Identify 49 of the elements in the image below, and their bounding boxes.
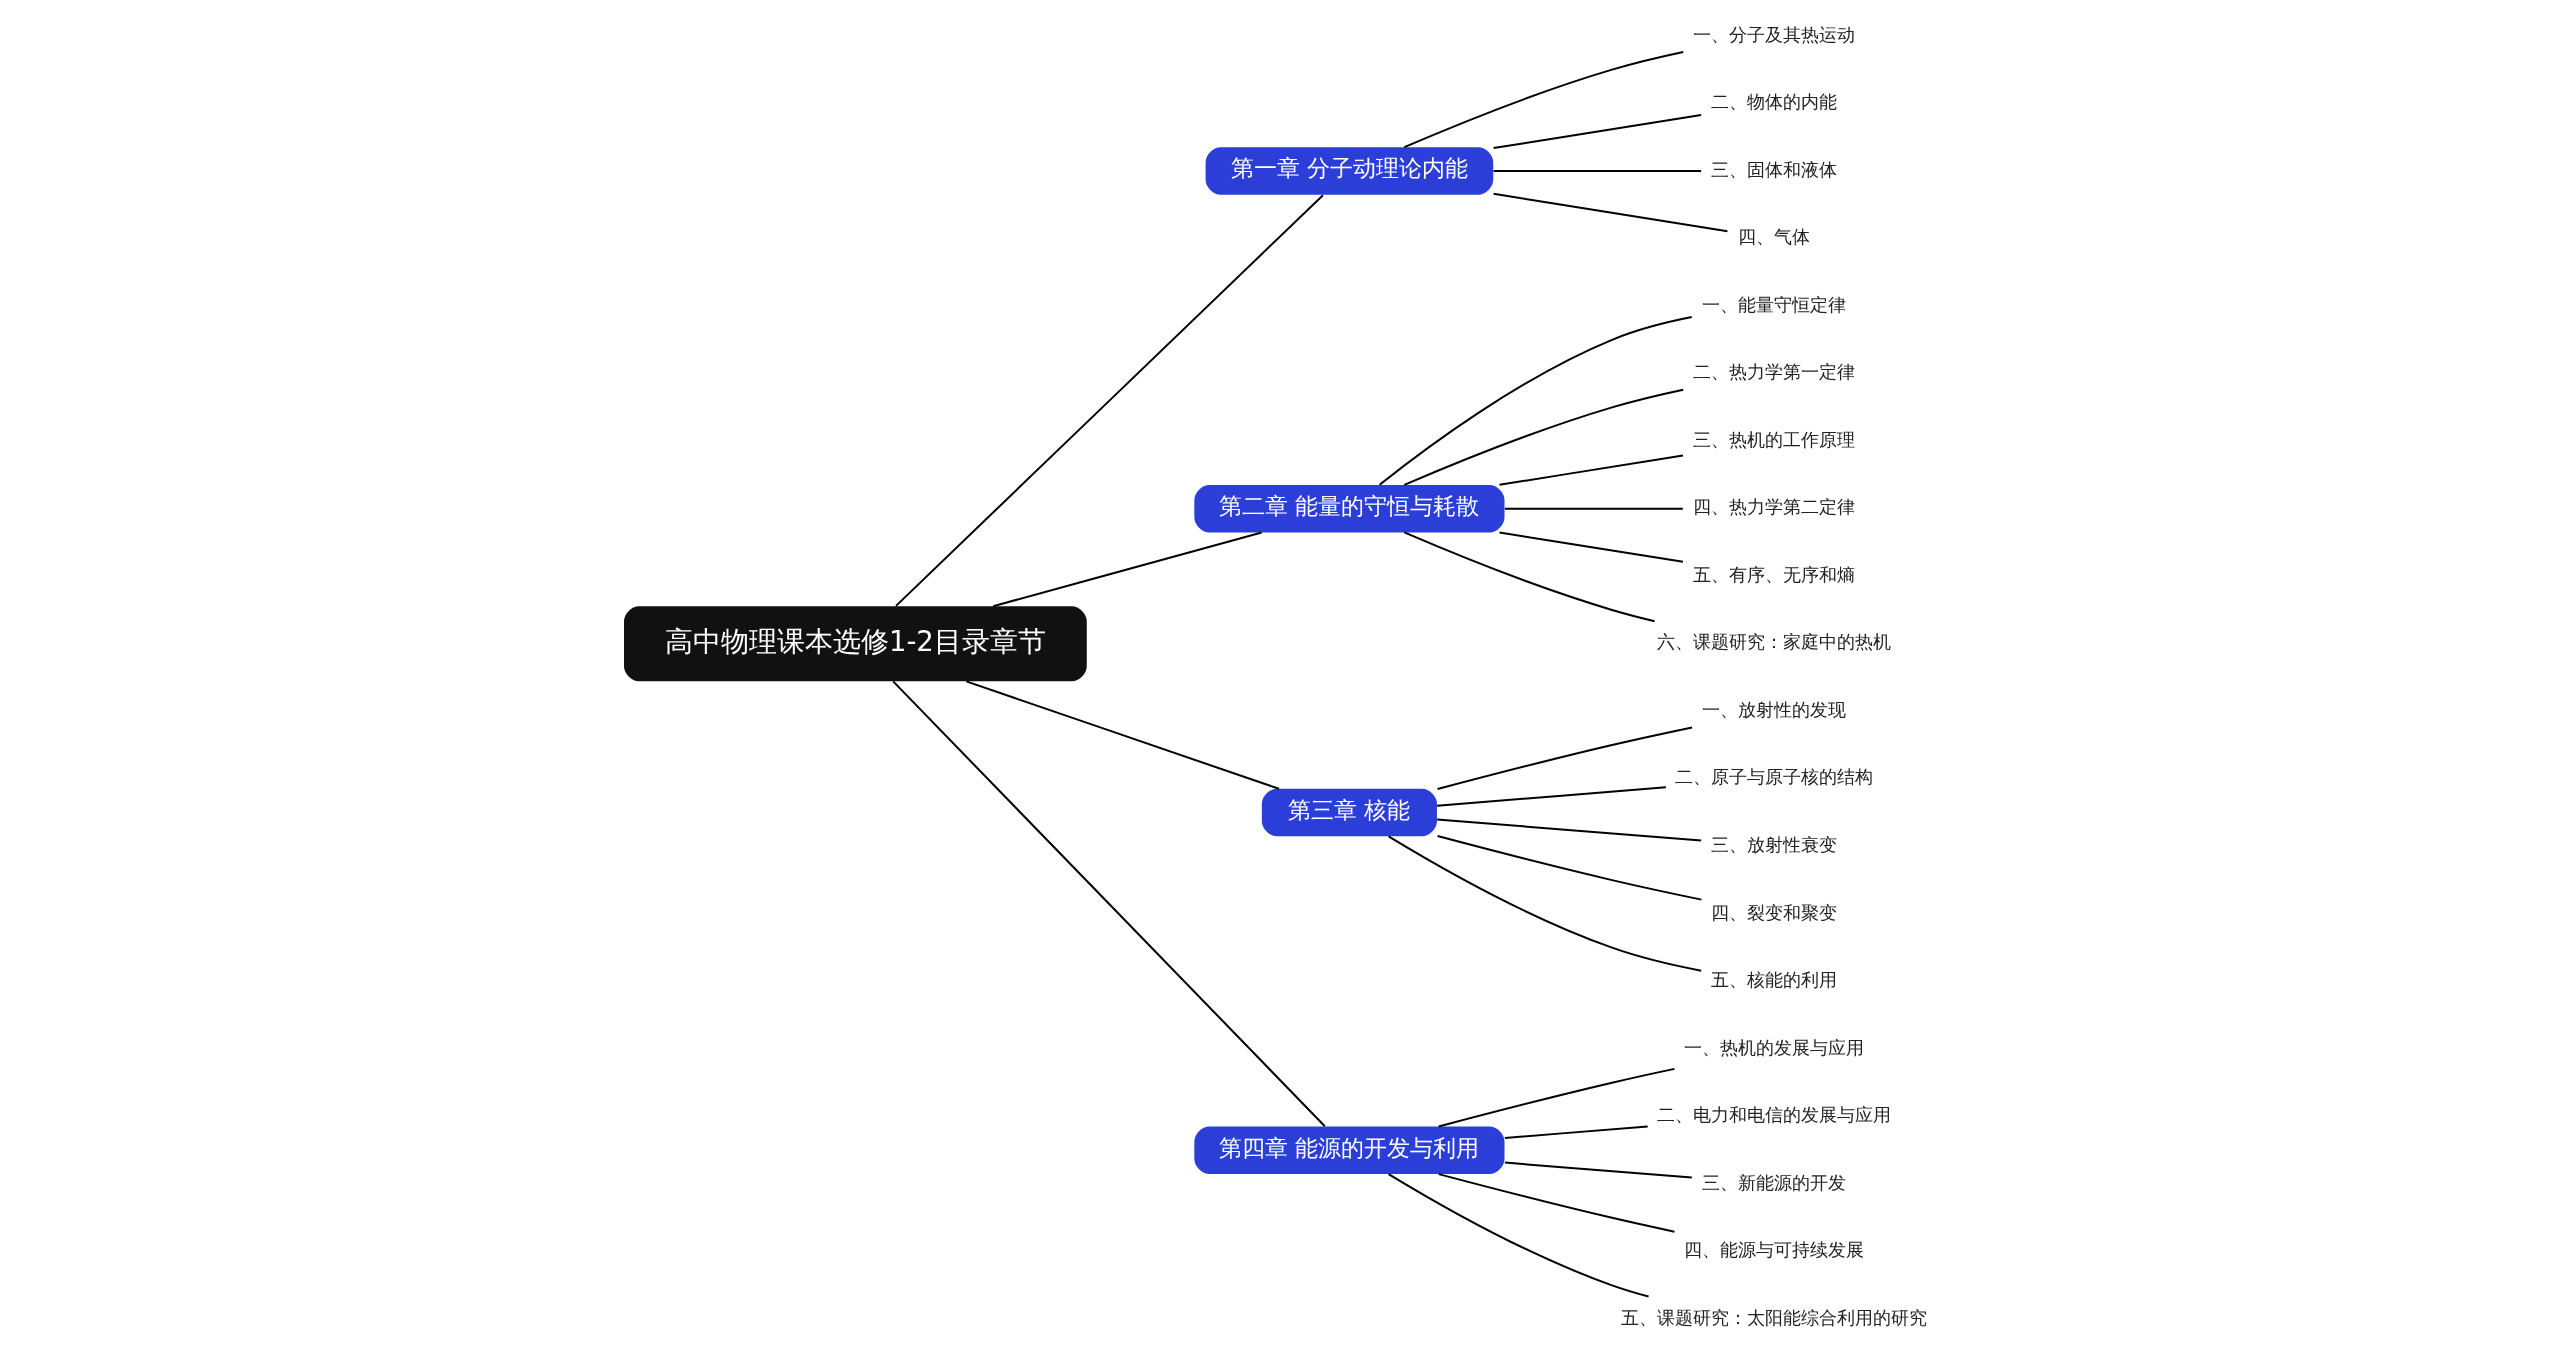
connector xyxy=(1387,835,1703,972)
connector xyxy=(1436,786,1667,807)
connector xyxy=(1378,316,1693,486)
node-text: 四、能源与可持续发展 xyxy=(1684,1240,1865,1261)
connector xyxy=(1437,1067,1676,1128)
connector xyxy=(1437,1173,1676,1233)
connector xyxy=(1403,51,1685,149)
node-text: 三、新能源的开发 xyxy=(1702,1172,1847,1193)
node-text: 五、课题研究：太阳能综合利用的研究 xyxy=(1621,1307,1928,1328)
node-box: 高中物理课本选修1-2目录章节 xyxy=(624,606,1087,682)
connector xyxy=(892,680,1326,1128)
node-text: 二、电力和电信的发展与应用 xyxy=(1657,1105,1892,1126)
node-text: 五、核能的利用 xyxy=(1711,970,1838,991)
connector xyxy=(1387,1173,1650,1298)
node-text: 二、原子与原子核的结构 xyxy=(1675,767,1874,788)
connector xyxy=(1503,1161,1693,1179)
connector xyxy=(1403,531,1656,623)
node-text: 一、热机的发展与应用 xyxy=(1684,1037,1865,1058)
connector xyxy=(1492,169,1703,172)
node-box: 第四章 能源的开发与利用 xyxy=(1194,1126,1505,1175)
node-text: 二、物体的内能 xyxy=(1711,92,1838,113)
node-text: 三、放射性衰变 xyxy=(1711,834,1838,855)
node-text: 一、分子及其热运动 xyxy=(1693,24,1856,45)
connector xyxy=(1498,454,1684,486)
node-text: 一、放射性的发现 xyxy=(1702,699,1847,720)
connector xyxy=(992,531,1263,608)
connector xyxy=(1503,507,1684,510)
connector xyxy=(1436,726,1694,791)
node-text: 四、热力学第二定律 xyxy=(1693,497,1856,518)
node-box: 第一章 分子动理论内能 xyxy=(1205,147,1494,195)
node-box: 第二章 能量的守恒与耗散 xyxy=(1194,484,1505,533)
connector xyxy=(1498,531,1684,563)
node-text: 五、有序、无序和熵 xyxy=(1693,564,1856,585)
connector xyxy=(1436,818,1703,842)
node-text: 三、热机的工作原理 xyxy=(1693,429,1856,450)
connector xyxy=(1492,192,1729,233)
node-text: 一、能量守恒定律 xyxy=(1702,294,1847,315)
node-text: 三、固体和液体 xyxy=(1711,159,1838,180)
node-box: 第三章 核能 xyxy=(1261,788,1437,837)
node-text: 二、热力学第一定律 xyxy=(1693,362,1856,383)
node-text: 四、裂变和聚变 xyxy=(1711,902,1838,923)
node-text: 四、气体 xyxy=(1738,227,1811,248)
connector xyxy=(1403,388,1685,486)
connector xyxy=(1503,1125,1649,1139)
connector xyxy=(895,194,1324,607)
connector xyxy=(965,680,1280,790)
connector xyxy=(1492,113,1703,150)
connector xyxy=(1436,835,1703,901)
node-text: 六、课题研究：家庭中的热机 xyxy=(1657,632,1892,653)
